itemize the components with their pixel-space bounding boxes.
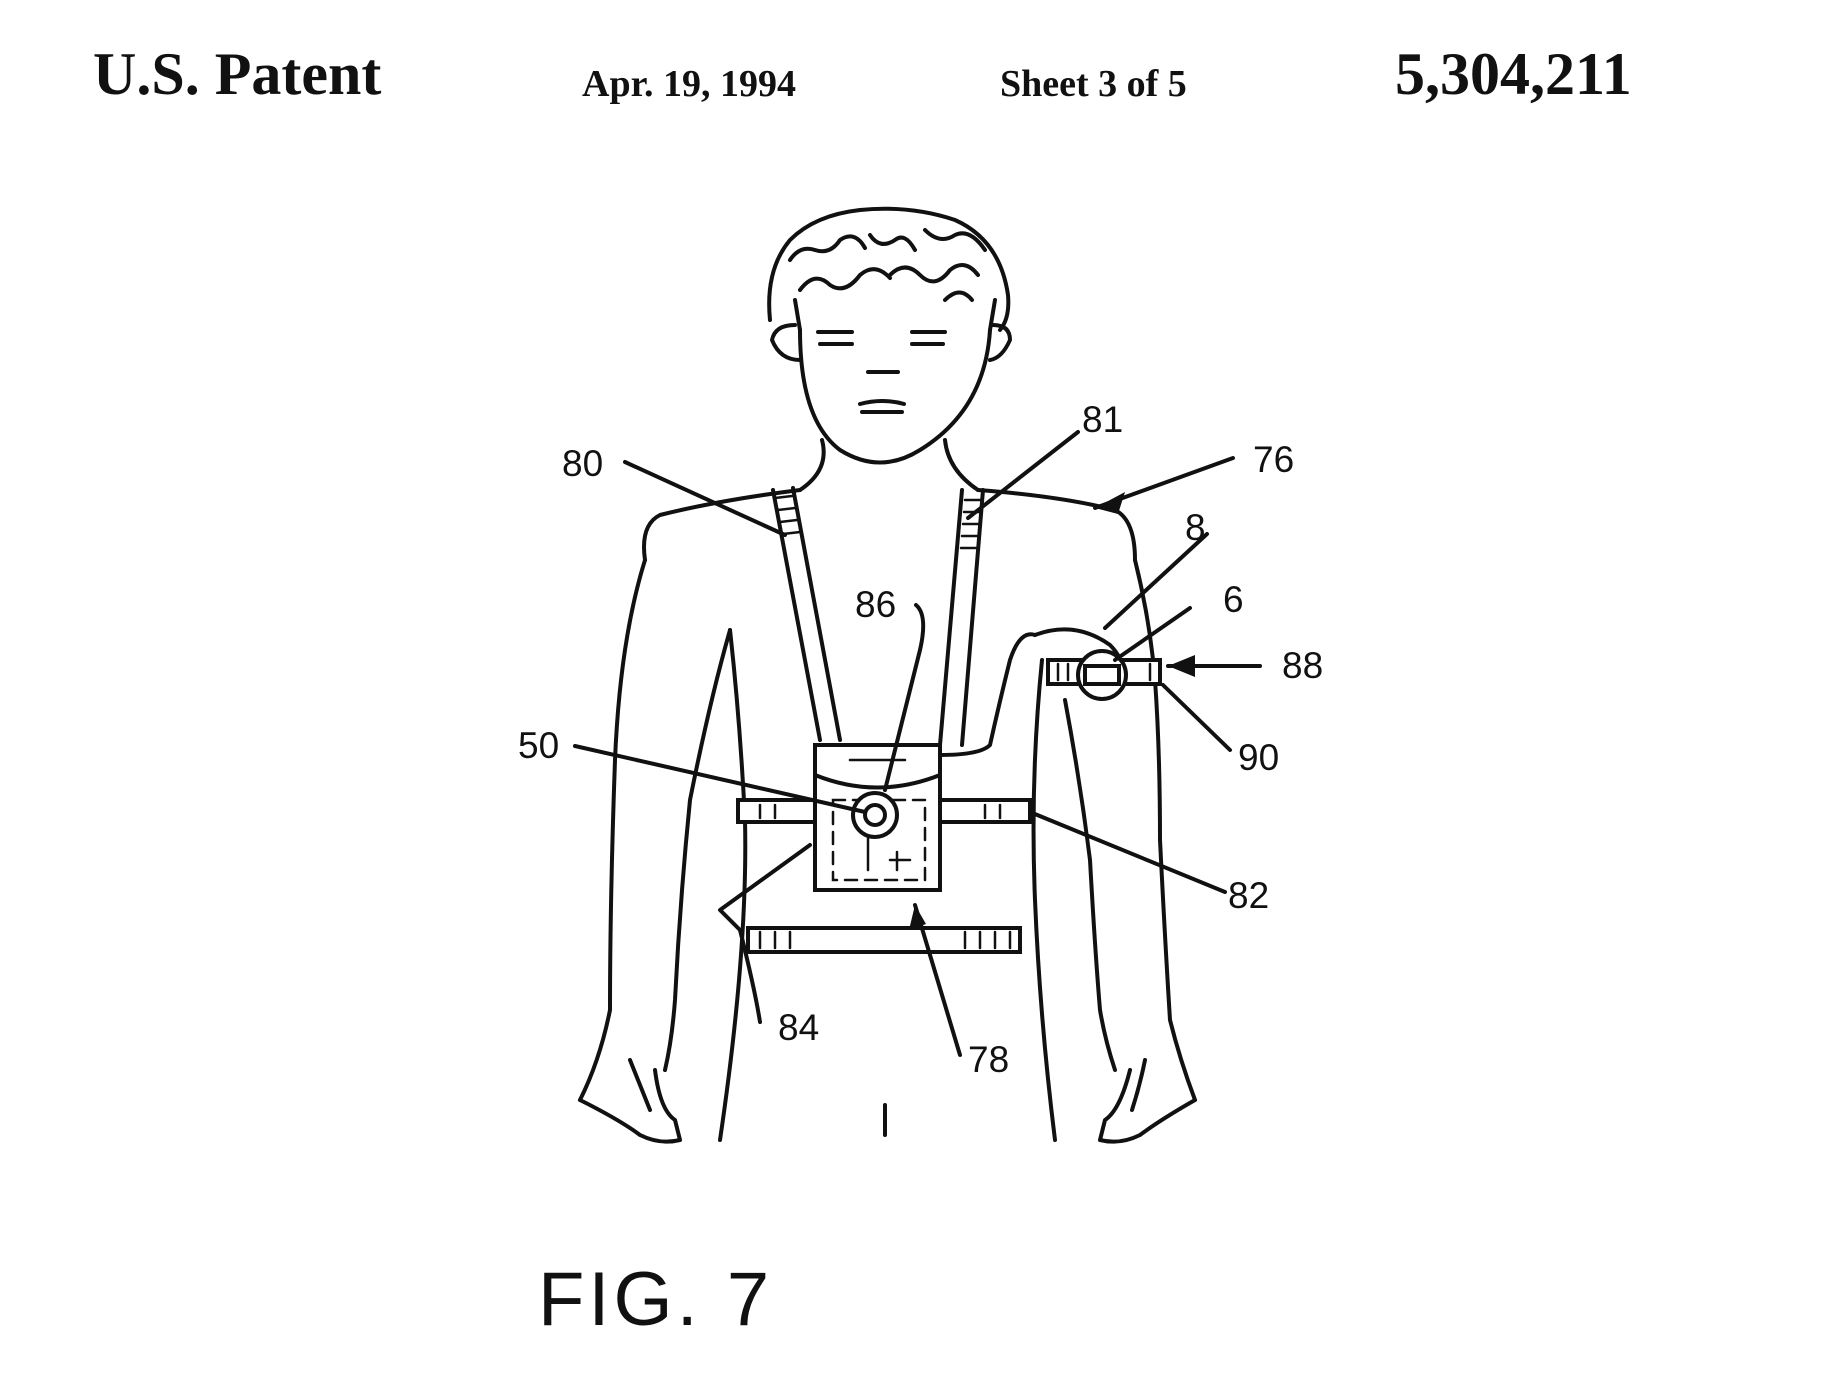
ref-76: 76 xyxy=(1253,439,1294,480)
ref-50: 50 xyxy=(518,725,559,766)
ref-80: 80 xyxy=(562,443,603,484)
figure-caption: FIG. 7 xyxy=(538,1257,773,1342)
ref-8: 8 xyxy=(1185,507,1206,548)
ref-84: 84 xyxy=(778,1007,819,1048)
arm-cuff xyxy=(1033,627,1162,701)
lower-belt xyxy=(746,926,1022,954)
ref-78: 78 xyxy=(968,1039,1009,1080)
patent-number: 5,304,211 xyxy=(1395,41,1632,107)
device-pouch xyxy=(813,743,942,892)
patent-date: Apr. 19, 1994 xyxy=(582,63,796,105)
cable xyxy=(938,632,1037,757)
ref-86: 86 xyxy=(855,584,896,625)
shoulder-strap-right xyxy=(938,488,985,747)
ref-90: 90 xyxy=(1238,737,1279,778)
ref-88: 88 xyxy=(1282,645,1323,686)
sheet-number: Sheet 3 of 5 xyxy=(1000,63,1187,105)
ref-6: 6 xyxy=(1223,579,1244,620)
arrowheads xyxy=(909,492,1195,930)
ref-82: 82 xyxy=(1228,875,1269,916)
body-outline xyxy=(578,438,1197,1144)
ref-81: 81 xyxy=(1082,399,1123,440)
leader-lines xyxy=(573,430,1262,1057)
head xyxy=(767,206,1012,465)
reference-numerals: 80 81 76 8 6 88 86 50 90 82 84 78 xyxy=(518,399,1323,1080)
patent-label: U.S. Patent xyxy=(93,41,382,107)
shoulder-strap-left xyxy=(771,486,842,742)
